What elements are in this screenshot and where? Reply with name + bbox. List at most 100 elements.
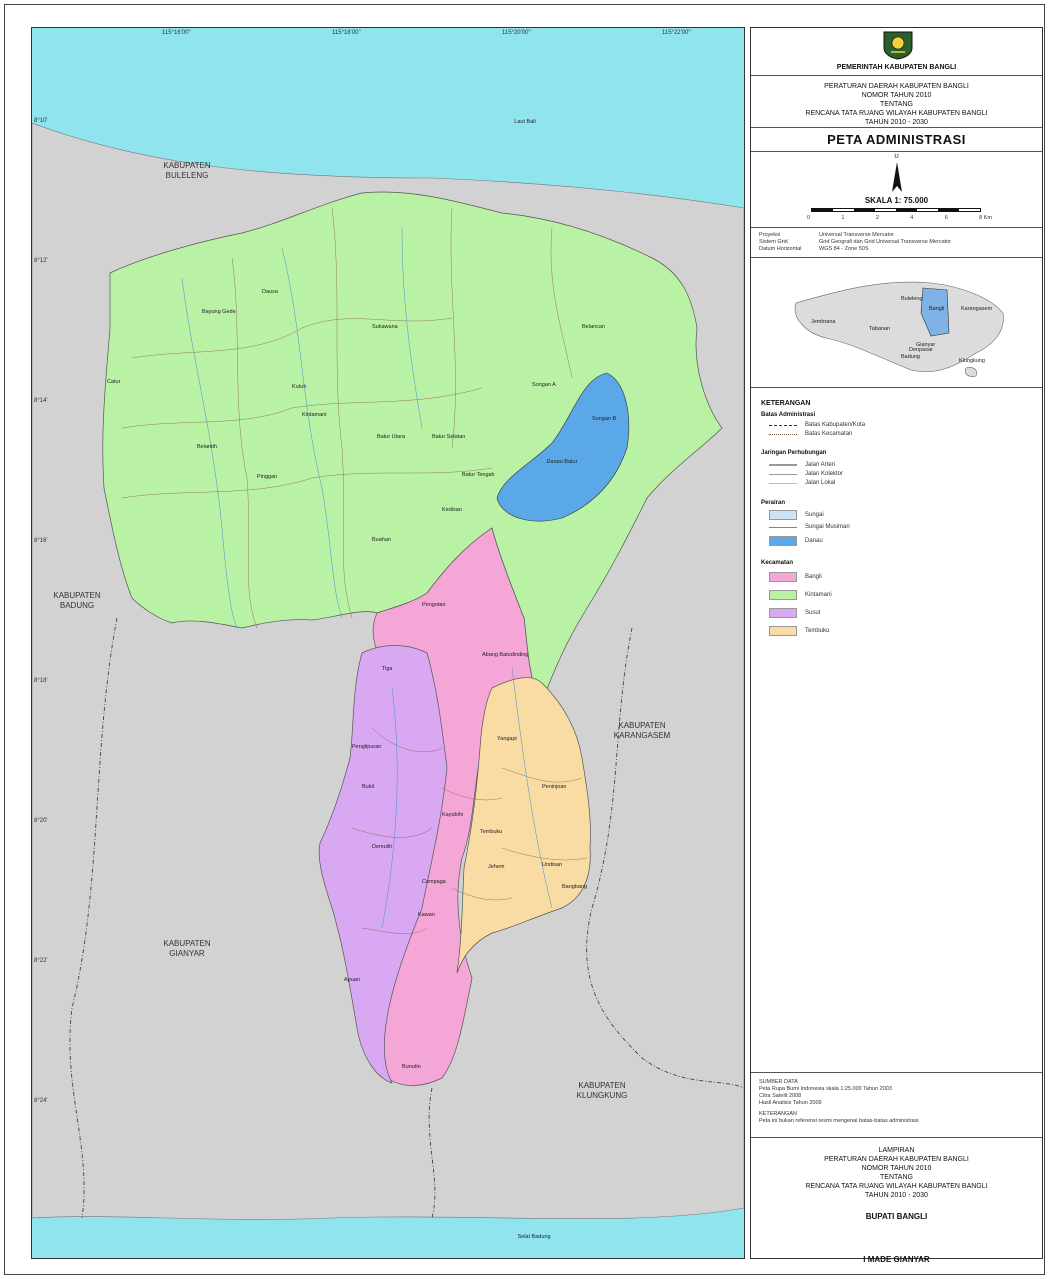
north-letter: U [894, 154, 899, 160]
projection-value: WGS 84 - Zone 50S [819, 246, 869, 252]
coord-label-left: 8°10' [34, 118, 48, 124]
regency-label-kabupaten: KABUPATEN [578, 1081, 625, 1090]
village-label: Kayubihi [442, 812, 463, 818]
village-labels: Bayung Gede Sukawana Songan A Songan B B… [107, 289, 616, 1070]
inset-section: Buleleng Jembrana Tabanan Badung Gianyar… [751, 258, 1042, 388]
legend-panel: PEMERINTAH KABUPATEN BANGLI PERATURAN DA… [750, 27, 1043, 1264]
appendix-section: LAMPIRAN PERATURAN DAERAH KABUPATEN BANG… [751, 1138, 1042, 1264]
lake-batur [496, 372, 630, 522]
scale-label: SKALA 1: 75.000 [864, 196, 929, 205]
map-canvas[interactable]: Laut Bali Selat Badung KABUPATEN BULELEN… [32, 28, 744, 1258]
scale-tick: 2 [875, 215, 879, 221]
scale-tick: 4 [910, 215, 914, 221]
projection-section: Proyeksi Universal Transverse Mercator Si… [751, 228, 1042, 258]
legend-district-item: Tembuku [805, 628, 830, 634]
official-title: BUPATI BANGLI [865, 1212, 928, 1221]
inset-label: Denpasar [909, 347, 933, 353]
scale-tick: 6 [944, 215, 948, 221]
legend-admin-item: Batas Kabupaten/Kota [805, 422, 866, 428]
projection-key: Sistem Grid [759, 239, 788, 245]
village-label: Bunutin [402, 1064, 421, 1070]
projection-value: Universal Transverse Mercator [819, 232, 894, 238]
village-label: Batur Tengah [462, 472, 495, 478]
village-label: Batur Selatan [432, 434, 465, 440]
village-label: Abang Batudinding [482, 652, 528, 658]
sea-label-selat-badung: Selat Badung [517, 1234, 550, 1240]
legend-district-item: Bangli [805, 574, 822, 580]
coord-label-top: 115°16'00" [162, 30, 191, 36]
official-name: I MADE GIANYAR [863, 1255, 930, 1264]
regency-boundary [69, 617, 118, 1219]
inset-label: Badung [901, 354, 920, 360]
village-label: Kutuh [292, 384, 306, 390]
coord-label-left: 8°24' [34, 1098, 48, 1104]
inset-label: Gianyar [916, 342, 935, 348]
appendix-line: TENTANG [880, 1174, 913, 1181]
source-item: Hasil Analisis Tahun 2009 [759, 1100, 822, 1106]
legend-water-item: Danau [805, 538, 823, 544]
village-label: Buahan [372, 537, 391, 543]
inset-label: Tabanan [869, 326, 890, 332]
village-label: Penglipuran [352, 744, 381, 750]
village-label: Pinggan [257, 474, 277, 480]
header-section: PEMERINTAH KABUPATEN BANGLI [751, 28, 1042, 76]
coord-label-top: 115°20'00" [502, 30, 531, 36]
regency-label-badung: BADUNG [60, 601, 94, 610]
legend-transport-header: Jaringan Perhubungan [761, 450, 827, 456]
legend-transport-item: Jalan Arteri [805, 462, 836, 468]
north-arrow-icon [892, 162, 902, 192]
legend-title: KETERANGAN [761, 400, 811, 407]
village-label: Undisan [542, 862, 562, 868]
legend-transport-item: Jalan Kolektor [805, 471, 844, 477]
regency-label-kabupaten: KABUPATEN [618, 721, 665, 730]
regulation-line: NOMOR TAHUN 2010 [861, 92, 932, 99]
regency-label-klungkung: KLUNGKUNG [577, 1091, 628, 1100]
appendix-line: LAMPIRAN [878, 1147, 915, 1154]
village-label: Bayung Gede [202, 309, 236, 315]
coord-label-left: 8°16' [34, 538, 48, 544]
village-label: Pengotan [422, 602, 446, 608]
coord-label-top: 115°18'00" [332, 30, 361, 36]
inset-map: Buleleng Jembrana Tabanan Badung Gianyar… [794, 281, 1004, 377]
village-label: Kedisan [442, 507, 462, 513]
projection-key: Proyeksi [759, 232, 781, 238]
village-label: Belantih [197, 444, 217, 450]
legend-water-item: Sungai [805, 512, 824, 518]
legend-admin-item: Batas Kecamatan [805, 431, 853, 437]
inset-label: Klungkung [959, 358, 985, 364]
village-label: Dausa [262, 289, 279, 295]
rivers [181, 227, 553, 929]
projection-value: Grid Geografi dan Grid Universal Transve… [819, 239, 952, 245]
district-susut [318, 645, 448, 1084]
regency-label-buleleng: BULELENG [166, 171, 209, 180]
scale-section: U SKALA 1: 75.000 0 1 2 4 6 8 Km [751, 152, 1042, 228]
sea-label-laut-bali: Laut Bali [514, 119, 535, 125]
village-label: Yangapi [497, 736, 517, 742]
regency-boundary [586, 627, 744, 1089]
coord-label-left: 8°22' [34, 958, 48, 964]
legend-section: KETERANGAN Batas Administrasi Batas Kabu… [751, 388, 1042, 1073]
inset-label: Karangasem [961, 306, 993, 312]
regency-label-kabupaten: KABUPATEN [163, 939, 210, 948]
legend-admin-header: Batas Administrasi [761, 412, 816, 418]
map-title: PETA ADMINISTRASI [827, 132, 966, 147]
village-label: Kintamani [302, 412, 326, 418]
village-label: Cempaga [422, 879, 447, 885]
source-item: Citra Satelit 2008 [759, 1093, 802, 1099]
legend-water-item: Sungai Musiman [805, 524, 850, 530]
village-label: Belancan [582, 324, 605, 330]
map-panel[interactable]: Laut Bali Selat Badung KABUPATEN BULELEN… [31, 27, 745, 1259]
legend-transport-item: Jalan Lokal [805, 480, 836, 486]
regulation-line: TAHUN 2010 - 2030 [865, 119, 928, 126]
regulation-line: RENCANA TATA RUANG WILAYAH KABUPATEN BAN… [805, 110, 988, 117]
village-label: Apuan [344, 977, 360, 983]
village-label: Demulih [372, 844, 392, 850]
source-item: Peta Rupa Bumi Indonesia skala 1:25.000 … [759, 1086, 892, 1092]
coord-label-left: 8°20' [34, 818, 48, 824]
scale-bar [811, 208, 981, 212]
regency-label-kabupaten: KABUPATEN [163, 161, 210, 170]
district-tembuku [456, 677, 591, 974]
map-sheet-frame: Laut Bali Selat Badung KABUPATEN BULELEN… [4, 4, 1045, 1275]
sources-header: SUMBER DATA [759, 1079, 798, 1085]
village-label: Kawan [418, 912, 435, 918]
